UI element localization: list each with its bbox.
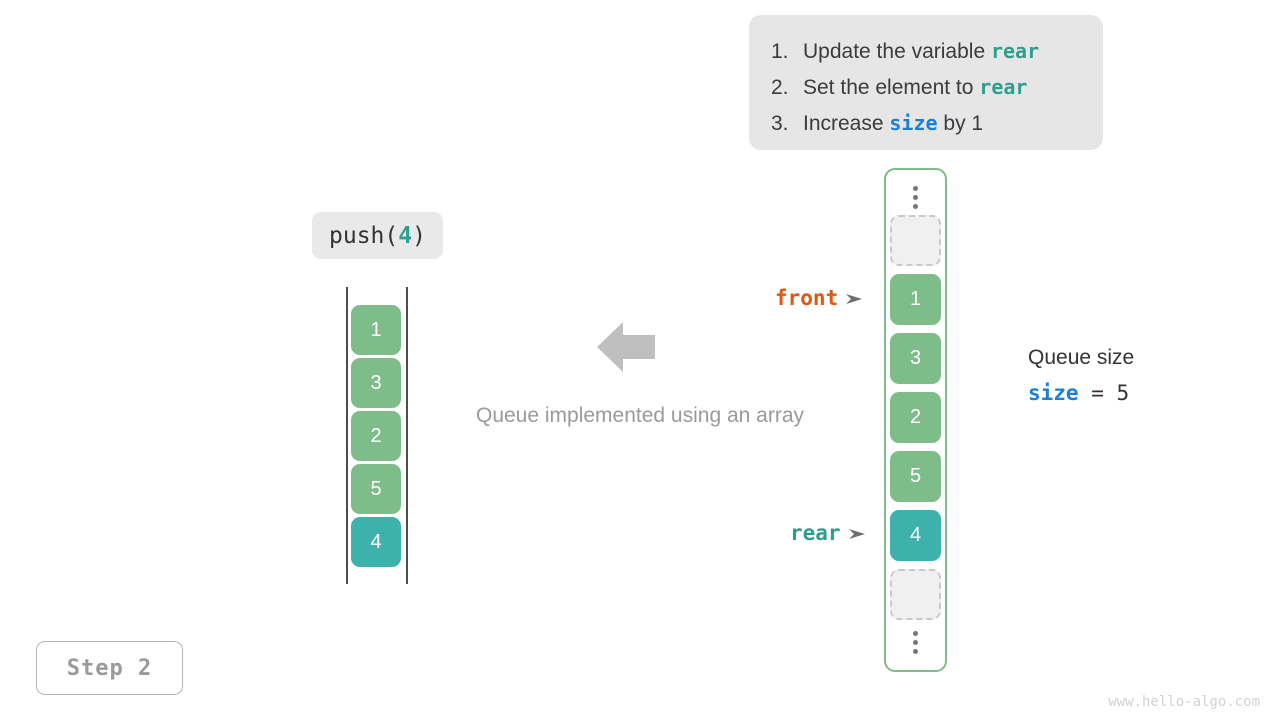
queue-cell-new: 4	[890, 510, 941, 561]
queue-cell-empty	[890, 215, 941, 266]
array-cell: 2	[351, 411, 401, 461]
rear-pointer-label: rear	[790, 521, 867, 545]
instruction-item: 3. Increase size by 1	[771, 105, 1081, 141]
instruction-panel: 1. Update the variable rear 2. Set the e…	[749, 15, 1103, 150]
left-array-cells: 1 3 2 5 4	[351, 305, 401, 567]
array-cell: 5	[351, 464, 401, 514]
instruction-item: 1. Update the variable rear	[771, 33, 1081, 69]
array-rail-left	[346, 287, 348, 584]
instruction-keyword: rear	[990, 39, 1040, 63]
queue-cell: 1	[890, 274, 941, 325]
vertical-ellipsis-icon	[886, 631, 945, 654]
instruction-text: Set the element to	[803, 76, 980, 99]
operation-close-paren: )	[412, 222, 426, 249]
size-value: = 5	[1078, 381, 1130, 405]
queue-cell: 3	[890, 333, 941, 384]
instruction-number: 3.	[771, 112, 789, 135]
array-cell: 3	[351, 358, 401, 408]
instruction-number: 1.	[771, 40, 789, 63]
instruction-number: 2.	[771, 76, 789, 99]
step-badge: Step 2	[36, 641, 183, 695]
dot	[913, 204, 918, 209]
queue-cell: 2	[890, 392, 941, 443]
queue-size-title: Queue size	[1028, 346, 1135, 369]
dot	[913, 649, 918, 654]
front-pointer-label: front	[775, 286, 864, 310]
instruction-text: Increase	[803, 112, 890, 135]
left-array-column: 1 3 2 5 4	[346, 287, 408, 584]
rear-pointer-text: rear	[790, 521, 841, 545]
dot	[913, 640, 918, 645]
array-rail-right	[406, 287, 408, 584]
instruction-text: Update the variable	[803, 40, 991, 63]
operation-chip: push(4)	[312, 212, 443, 259]
queue-cells: 1 3 2 5 4	[890, 215, 941, 620]
queue-size-expression: size = 5	[1028, 381, 1238, 405]
queue-cell: 5	[890, 451, 941, 502]
queue-cell-empty	[890, 569, 941, 620]
queue-container: 1 3 2 5 4	[884, 168, 947, 672]
array-cell: 1	[351, 305, 401, 355]
size-variable: size	[1028, 381, 1079, 405]
operation-argument: 4	[398, 222, 413, 249]
diagram-caption: Queue implemented using an array	[475, 404, 805, 427]
queue-size-info: Queue size size = 5	[1028, 343, 1238, 405]
instruction-text-after: by 1	[937, 112, 984, 135]
instruction-keyword: size	[889, 111, 938, 135]
arrow-left-icon	[597, 322, 655, 372]
dot	[913, 195, 918, 200]
instruction-item: 2. Set the element to rear	[771, 69, 1081, 105]
dot	[913, 631, 918, 636]
watermark: www.hello-algo.com	[1108, 694, 1260, 710]
instruction-keyword: rear	[979, 75, 1028, 99]
vertical-ellipsis-icon	[886, 186, 945, 209]
arrow-right-icon	[848, 521, 867, 545]
arrow-right-icon	[846, 286, 864, 310]
dot	[913, 186, 918, 191]
operation-name: push(	[329, 222, 399, 249]
front-pointer-text: front	[775, 286, 839, 310]
array-cell-new: 4	[351, 517, 401, 567]
